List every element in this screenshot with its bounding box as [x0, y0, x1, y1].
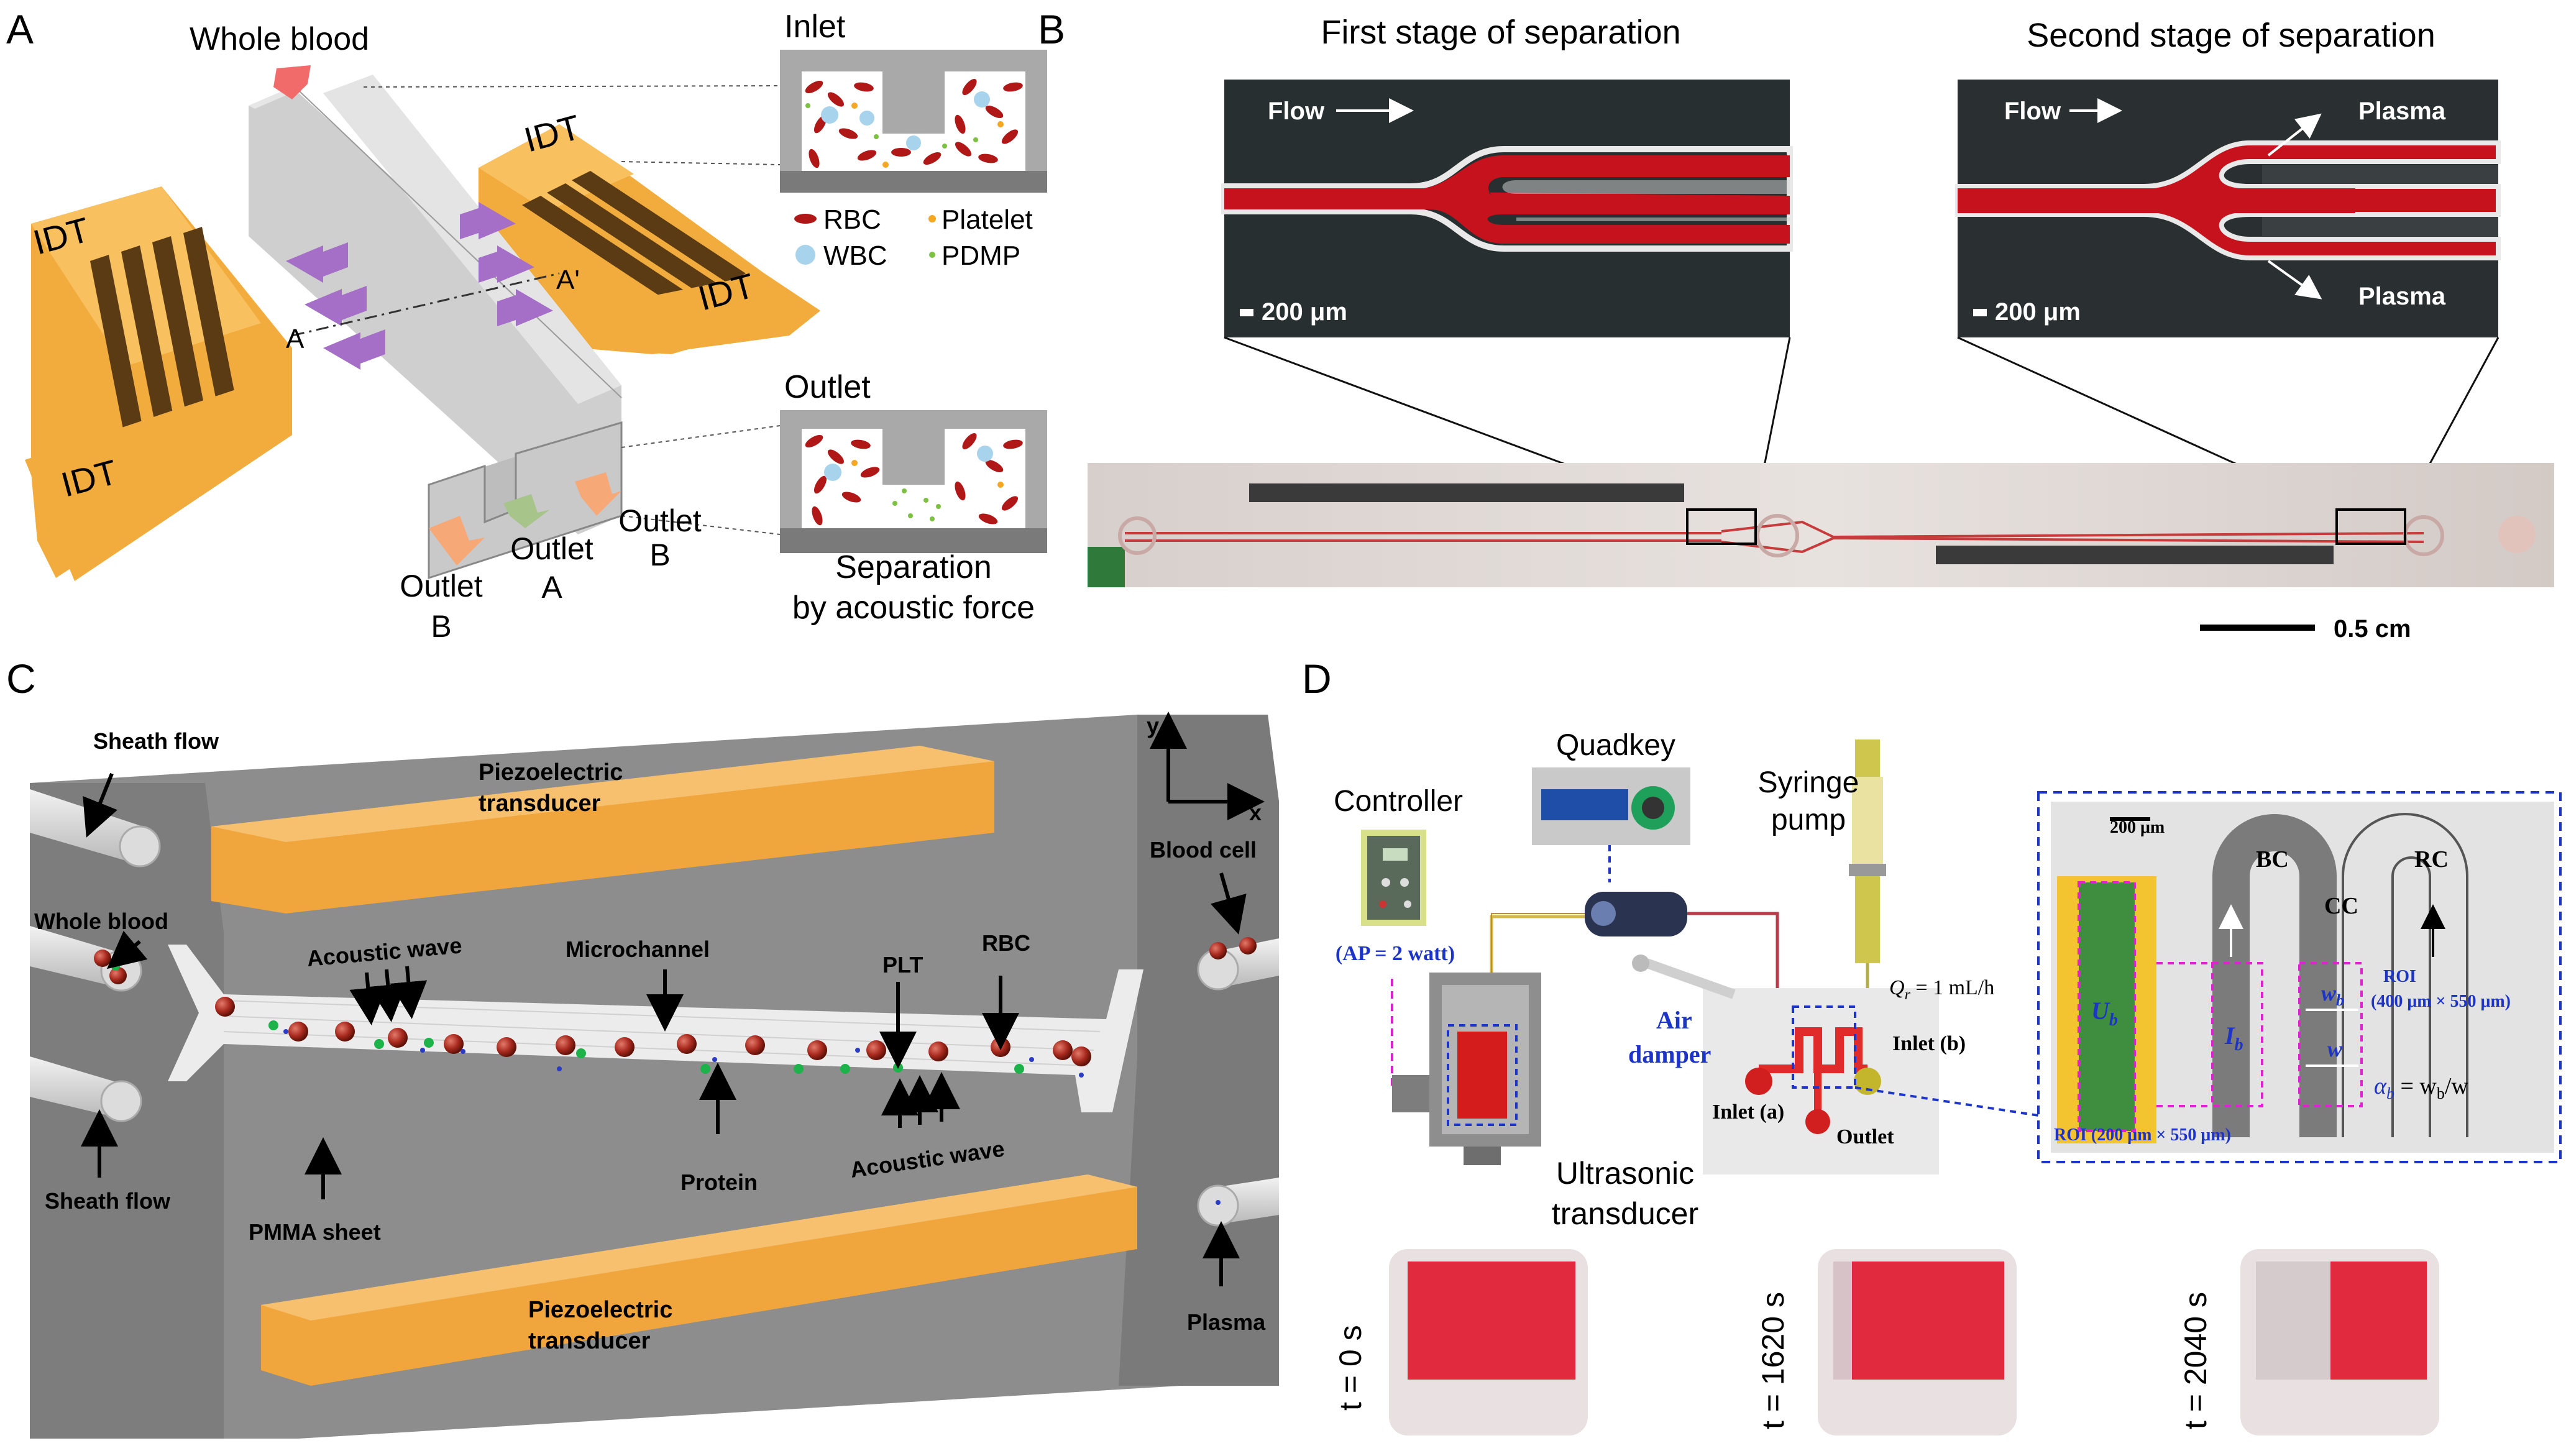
- outlet-b-right-arrow: [575, 472, 621, 516]
- panel-letter-d: D: [1302, 656, 1332, 702]
- t0-label: t = 0 s: [1333, 1325, 1368, 1411]
- stage2-title: Second stage of separation: [2027, 17, 2435, 54]
- outlet-a-2: A: [541, 570, 562, 605]
- cc-label: CC: [2324, 893, 2358, 919]
- syringe-label-1: Syringe: [1758, 766, 1859, 799]
- stage1-title: First stage of separation: [1321, 14, 1680, 51]
- protein-label: Protein: [680, 1170, 758, 1195]
- ap-label: (AP = 2 watt): [1336, 942, 1455, 965]
- blood-cell-label: Blood cell: [1150, 837, 1257, 863]
- outlet-a-1: Outlet: [510, 531, 593, 566]
- panel-d: [1361, 739, 2562, 1435]
- w-label: w: [2327, 1037, 2343, 1061]
- ultrasonic-transducer: [1392, 973, 1541, 1165]
- piezo-top-1: Piezoelectric: [479, 759, 623, 785]
- stage2-image: [1955, 80, 2501, 337]
- axis-x-label: x: [1249, 800, 1262, 825]
- bottom-photos: [1389, 1249, 2439, 1435]
- sheath-flow-top: Sheath flow: [93, 728, 219, 754]
- chip-photo: [1088, 463, 2554, 587]
- t1-label: t = 1620 s: [1756, 1292, 1790, 1429]
- legend-wbc: WBC: [823, 240, 887, 271]
- sheath-flow-bottom: Sheath flow: [45, 1188, 171, 1214]
- inlet-b-label: Inlet (b): [1892, 1032, 1966, 1055]
- rbc-label: RBC: [982, 930, 1030, 956]
- roi-right-1: ROI: [2383, 967, 2416, 986]
- rc-label: RC: [2414, 846, 2449, 872]
- ub-label: Ub: [2091, 997, 2118, 1030]
- controller-label: Controller: [1334, 785, 1463, 818]
- plasma-top-label: Plasma: [2358, 98, 2446, 125]
- stage1-image: [1221, 80, 1793, 337]
- separation-2: by acoustic force: [792, 590, 1035, 626]
- panel-letter-b: B: [1038, 6, 1065, 52]
- outlet-title: Outlet: [784, 369, 871, 405]
- whole-blood-c: Whole blood: [34, 909, 168, 934]
- outlet-a-arrow: [503, 494, 550, 528]
- separation-1: Separation: [835, 549, 992, 585]
- roi-inset: [2037, 791, 2562, 1163]
- acoustic-arrows-purple: [286, 202, 553, 370]
- idt-right: [479, 124, 820, 354]
- scale-label-2: 200 μm: [1995, 298, 2081, 326]
- outlet-b-right-1: Outlet: [618, 503, 702, 538]
- bc-label: BC: [2256, 846, 2289, 872]
- a-label: A: [286, 324, 305, 354]
- idt-left: [25, 186, 292, 581]
- t2-label: t = 2040 s: [2178, 1292, 2213, 1429]
- panel-a: [25, 50, 1047, 581]
- piezo-bottom-2: transducer: [528, 1328, 651, 1354]
- outlet-cross-section: [780, 410, 1047, 553]
- inlet-cross-section: [780, 50, 1047, 193]
- plasma-label-c: Plasma: [1187, 1309, 1266, 1335]
- outlet-b-left-arrow: [429, 516, 485, 565]
- panel-c: [30, 708, 1279, 1439]
- legend-pdmp: PDMP: [942, 240, 1020, 271]
- panel-letter-a: A: [6, 6, 34, 52]
- scale-label-1: 200 μm: [1262, 298, 1347, 326]
- scale-main-label: 0.5 cm: [2334, 615, 2411, 643]
- piezo-bottom-1: Piezoelectric: [528, 1297, 672, 1323]
- whole-blood-label: Whole blood: [190, 21, 369, 57]
- legend-rbc: RBC: [823, 204, 881, 235]
- plt-label: PLT: [882, 952, 923, 978]
- piezo-bottom: [261, 1174, 1137, 1386]
- piezo-top-2: transducer: [479, 790, 601, 817]
- outlet-b-left-2: B: [431, 609, 451, 644]
- inlet-title: Inlet: [784, 9, 846, 45]
- ultrasonic-label-1: Ultrasonic: [1556, 1156, 1694, 1191]
- roi-scale-label: 200 μm: [2110, 818, 2165, 837]
- outlet-label-d: Outlet: [1836, 1125, 1894, 1148]
- quadkey-label: Quadkey: [1556, 729, 1675, 762]
- plasma-bottom-label: Plasma: [2358, 283, 2446, 310]
- ib-label: Ib: [2224, 1022, 2243, 1055]
- legend-platelet: Platelet: [942, 204, 1033, 235]
- outlet-b-right-2: B: [649, 538, 670, 572]
- microchannel-label: Microchannel: [566, 936, 710, 962]
- wb-label: wb: [2321, 981, 2344, 1009]
- outlet-b-left-1: Outlet: [400, 569, 483, 603]
- piezo-top: [211, 746, 994, 913]
- panel-letter-c: C: [6, 656, 36, 702]
- ultrasonic-label-2: transducer: [1552, 1196, 1698, 1231]
- a-prime-label: A': [556, 265, 580, 295]
- air-damper-2: damper: [1628, 1040, 1711, 1068]
- roi-left-label: ROI (200 μm × 550 μm): [2054, 1125, 2231, 1145]
- flow-label-1: Flow: [1268, 98, 1325, 125]
- inlet-a-label: Inlet (a): [1712, 1101, 1784, 1124]
- axis-y-label: y: [1147, 713, 1159, 738]
- roi-right-2: (400 μm × 550 μm): [2371, 992, 2511, 1011]
- air-damper-1: Air: [1656, 1006, 1692, 1034]
- alpha-eq: αb = wb/w: [2374, 1073, 2468, 1102]
- flow-rate-label: Qr = 1 mL/h: [1889, 976, 1994, 1003]
- flow-label-2: Flow: [2004, 98, 2061, 125]
- whole-blood-arrow: [273, 65, 311, 99]
- pmma-label: PMMA sheet: [249, 1219, 381, 1245]
- panel-b: [1088, 80, 2554, 631]
- syringe-label-2: pump: [1771, 804, 1846, 836]
- legend: [794, 214, 936, 265]
